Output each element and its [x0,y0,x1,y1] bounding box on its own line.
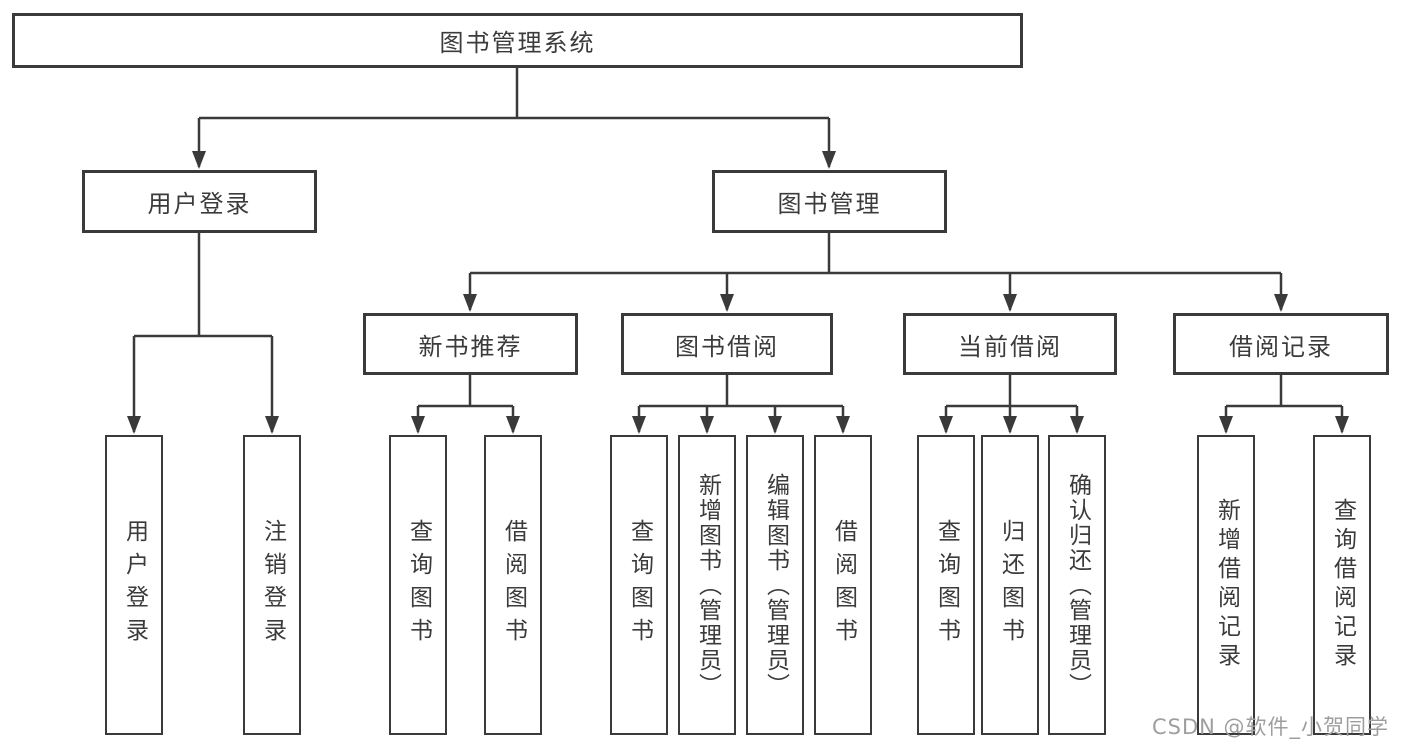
group-node-current-borrow: 当前借阅 [903,313,1117,375]
leaf-node-confirm-return-admin: 确认归还（管理员） [1048,435,1106,735]
csdn-watermark: CSDN @软件_小贺同学 [1152,715,1390,739]
leaf-node-add-borrow-record: 新增借阅记录 [1197,435,1255,735]
group-node-new-book-recommend: 新书推荐 [363,313,578,375]
leaf-node-logout: 注销登录 [243,435,301,735]
leaf-node-borrow-books: 借阅图书 [814,435,872,735]
group-node-book-borrow: 图书借阅 [621,313,833,375]
branch-node-user-login: 用户登录 [82,170,317,233]
leaf-node-add-books-admin: 新增图书（管理员） [678,435,736,735]
leaf-node-user-login: 用户登录 [105,435,163,735]
leaf-node-query-books-borrow: 查询图书 [610,435,668,735]
leaf-node-query-books-recommend: 查询图书 [389,435,447,735]
leaf-node-query-books-current: 查询图书 [917,435,975,735]
branch-node-book-management: 图书管理 [712,170,947,233]
root-node-system: 图书管理系统 [12,13,1023,68]
leaf-node-borrow-books-recommend: 借阅图书 [484,435,542,735]
group-node-borrow-records: 借阅记录 [1173,313,1389,375]
leaf-node-query-borrow-record: 查询借阅记录 [1313,435,1371,735]
leaf-node-return-books: 归还图书 [981,435,1039,735]
leaf-node-edit-books-admin: 编辑图书（管理员） [746,435,804,735]
